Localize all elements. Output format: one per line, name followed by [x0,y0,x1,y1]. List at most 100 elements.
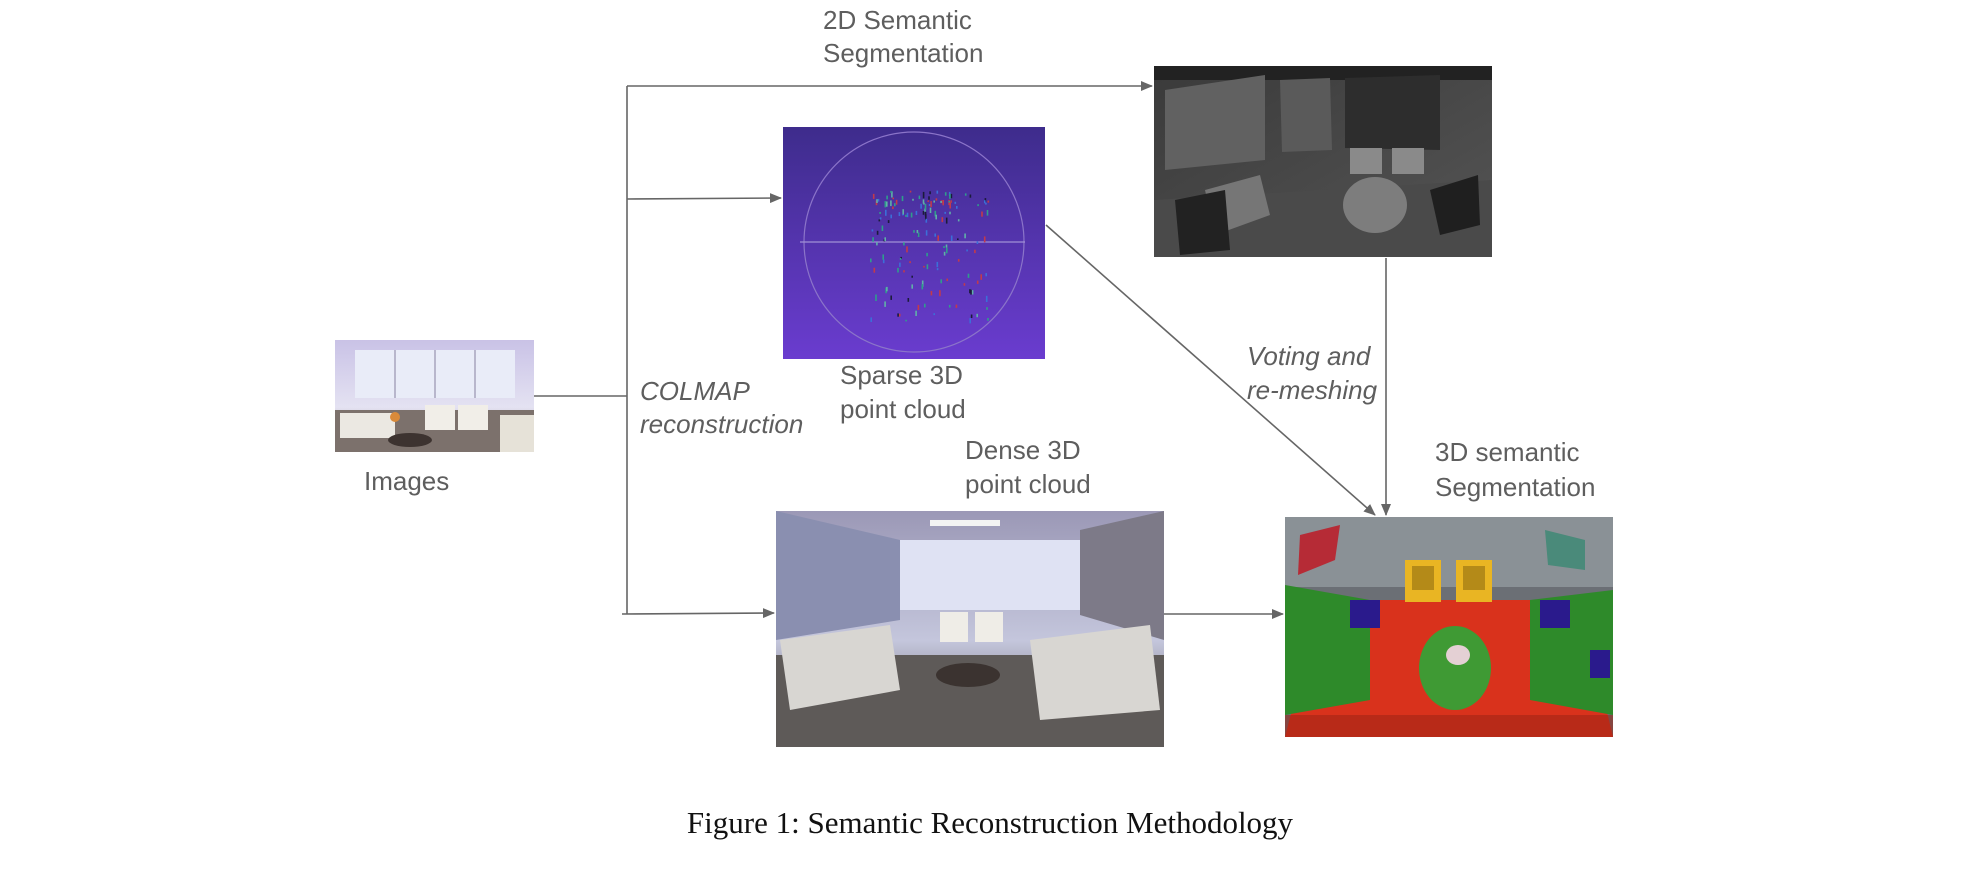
sparse-point [976,280,979,284]
sparse-point [873,267,876,273]
edge-to-sparse [626,193,782,204]
sparse-point [875,294,877,301]
sparse-point [899,258,902,260]
voting-label-line1: Voting and [1247,341,1372,371]
dense-label-line2: point cloud [965,469,1091,499]
sparse-point [886,195,888,200]
sparse-point [927,200,929,202]
sparse-point [984,200,986,204]
sparse-point [879,217,882,220]
sparse-point [987,318,989,321]
sparse-point [950,235,953,241]
sparse-point [911,275,913,278]
sparse-point [886,286,888,292]
sparse-point [963,283,966,286]
sparse-point [985,295,988,302]
sparse-point [935,214,937,220]
sparse-point [985,202,987,205]
sparse-point [884,301,886,307]
sparse-point [949,211,951,215]
sparse-point [906,246,908,253]
sparse-point [943,251,946,256]
sparse-point [903,270,905,273]
sparse-point [916,230,919,234]
seg3d-label-line2: Segmentation [1435,472,1595,502]
sparse-point [933,313,935,316]
sparse-point [924,303,926,308]
sparse-point [928,204,931,207]
colmap-label-line2: reconstruction [640,409,803,439]
sparse-label-line2: point cloud [840,394,966,424]
sparse-point [903,242,905,246]
sparse-point [930,201,932,207]
edge-to-dense [621,608,775,619]
sparse-point [936,190,939,194]
sparse-point [936,268,939,271]
sparse-point [921,280,924,287]
sparse-point [949,202,951,209]
sparse-point [940,279,942,284]
sparse-point [871,229,874,232]
sparse-point [924,203,927,210]
sparse-point [986,210,989,216]
sparse-point [894,203,896,207]
sparse-point [925,214,927,221]
sparse-point [890,295,892,300]
sparse-point [946,247,948,254]
sparse-point [923,265,925,268]
sparse-point [933,200,935,203]
sparse-point-cloud-image [783,127,1045,359]
sparse-point [981,211,983,217]
sparse-point [890,190,892,193]
sparse-point [977,204,979,207]
sparse-point [941,217,944,223]
sparse-point [917,232,920,237]
sparse-point [884,201,887,208]
sparse-point [901,195,904,202]
sparse-point [925,218,928,223]
sparse-point [897,267,899,273]
sparse-point [945,244,948,248]
sparse-point [915,210,918,215]
sparse-point [883,239,886,242]
sparse-point [898,212,901,216]
sparse-point [917,304,920,310]
sparse-point [885,209,887,216]
sparse-point [969,318,971,324]
sparse-point [930,291,933,296]
seg3d-label-line1: 3D semantic [1435,437,1580,467]
sparse-point [909,190,912,193]
sparse-point [987,200,990,203]
sparse-point [918,195,921,200]
sparse-point [926,264,929,270]
sparse-point [948,304,951,308]
sparse-point [948,200,951,203]
seg2d-image [1154,66,1492,257]
seg3d-image [1285,517,1613,737]
sparse-point [985,273,987,277]
sparse-point [910,212,913,218]
sparse-point [915,310,917,316]
sparse-point [890,200,892,207]
sparse-point [887,220,890,223]
sparse-point [939,290,941,297]
sparse-point [872,193,875,199]
sparse-point [940,201,942,203]
sparse-point [949,193,951,199]
sparse-point [970,289,972,295]
sparse-point [907,298,910,302]
sparse-point [922,211,925,215]
sparse-point [925,230,928,236]
sparse-point [884,237,886,241]
sparse-point [920,203,922,209]
sparse-point [872,237,874,242]
sparse-point [955,304,958,308]
sparse-point [902,209,904,215]
sparse-point [974,249,976,254]
sparse-point [954,201,957,204]
sparse-point [913,230,915,233]
sparse-point [912,198,914,201]
sparse-point [892,197,894,200]
sparse-point [969,194,972,198]
sparse-point [870,317,872,322]
